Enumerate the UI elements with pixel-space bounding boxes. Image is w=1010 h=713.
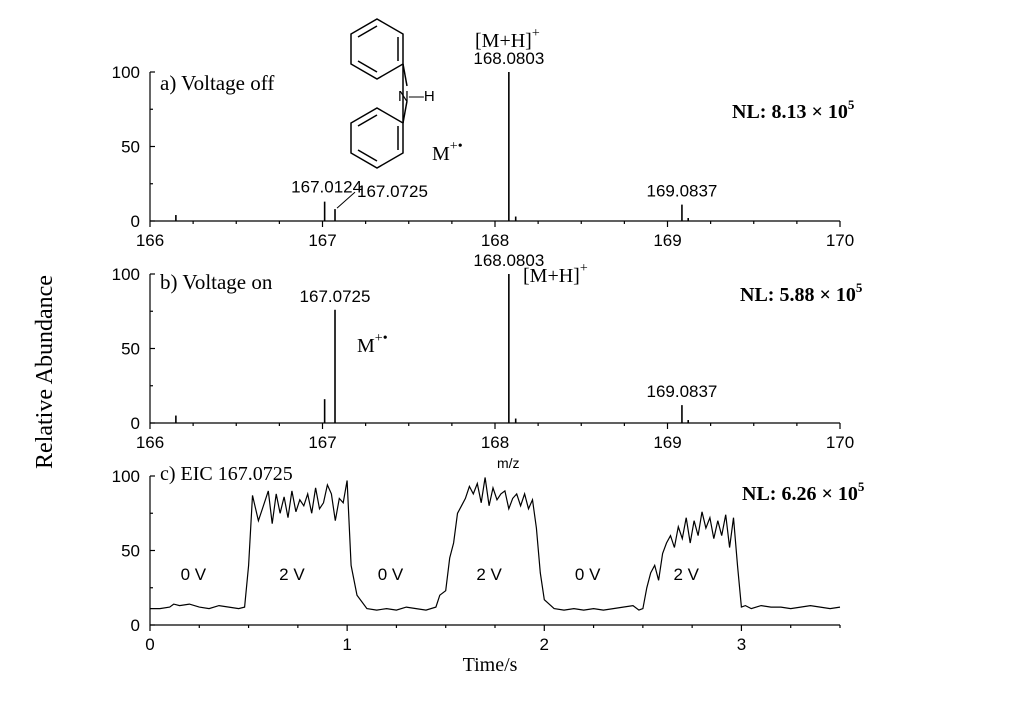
peak-label: 168.0803 — [473, 49, 544, 68]
y-axis-label: Relative Abundance — [32, 275, 58, 469]
panel-a-nl-label: NL: 8.13 × 105 — [732, 97, 855, 123]
structure-nh-label: N—H — [398, 88, 435, 105]
y-tick-label: 50 — [121, 542, 140, 561]
panel-b-voltage-on: b) Voltage on NL: 5.88 × 105 [M+H]+ M+• … — [112, 251, 863, 471]
y-tick-label: 100 — [112, 467, 140, 486]
y-tick-label: 100 — [112, 63, 140, 82]
x-tick-label: 166 — [136, 433, 164, 452]
x-tick-label: 168 — [481, 231, 509, 250]
x-tick-label: 168 — [481, 433, 509, 452]
peak-label: 169.0837 — [646, 182, 717, 201]
panel-b-label: b) Voltage on — [160, 270, 273, 294]
voltage-region-label: 2 V — [279, 565, 305, 584]
carbazole-structure-icon — [350, 18, 408, 169]
panel-c-eic: c) EIC 167.0725 NL: 6.26 × 105 Time/s 0 5… — [112, 463, 865, 676]
panel-c-nl-label: NL: 6.26 × 105 — [742, 479, 865, 505]
x-tick-label: 170 — [826, 433, 854, 452]
voltage-region-label: 0 V — [378, 565, 404, 584]
y-tick-label: 0 — [131, 414, 140, 433]
panel-b-ion-mh: [M+H]+ — [523, 261, 588, 287]
panel-a-voltage-off: a) Voltage off NL: 8.13 × 105 [M+H]+ M+•… — [112, 18, 855, 250]
peak-label: 167.0725 — [300, 287, 371, 306]
x-tick-label: 169 — [653, 433, 681, 452]
x-tick-label: 167 — [308, 433, 336, 452]
x-tick-label: 167 — [308, 231, 336, 250]
panel-a-ion-radical-cation: M+• — [432, 139, 463, 165]
x-tick-label: 169 — [653, 231, 681, 250]
panel-c-label: c) EIC 167.0725 — [160, 463, 293, 485]
y-tick-label: 100 — [112, 265, 140, 284]
panel-b-ion-radical-cation: M+• — [357, 331, 388, 357]
y-tick-label: 50 — [121, 340, 140, 359]
voltage-region-label: 2 V — [673, 565, 699, 584]
peak-label-leader — [336, 191, 356, 209]
y-tick-label: 0 — [131, 212, 140, 231]
x-tick-label: 0 — [145, 635, 154, 654]
x-tick-label: 2 — [540, 635, 549, 654]
x-tick-label: 166 — [136, 231, 164, 250]
eic-trace-line — [150, 477, 841, 611]
x-tick-label: 1 — [342, 635, 351, 654]
voltage-region-label: 2 V — [476, 565, 502, 584]
voltage-region-label: 0 V — [181, 565, 207, 584]
panel-b-xlabel: m/z — [497, 455, 520, 471]
peak-label: 169.0837 — [646, 382, 717, 401]
panel-b-nl-label: NL: 5.88 × 105 — [740, 280, 863, 306]
panel-a-label: a) Voltage off — [160, 71, 274, 95]
y-tick-label: 0 — [131, 616, 140, 635]
voltage-region-label: 0 V — [575, 565, 601, 584]
peak-label: 168.0803 — [473, 251, 544, 270]
x-tick-label: 170 — [826, 231, 854, 250]
y-tick-label: 50 — [121, 138, 140, 157]
panel-a-ion-mh: [M+H]+ — [475, 26, 540, 52]
panel-c-xlabel: Time/s — [463, 654, 518, 676]
peak-label: 167.0124 — [291, 178, 362, 197]
x-tick-label: 3 — [737, 635, 746, 654]
peak-label: 167.0725 — [357, 182, 428, 201]
